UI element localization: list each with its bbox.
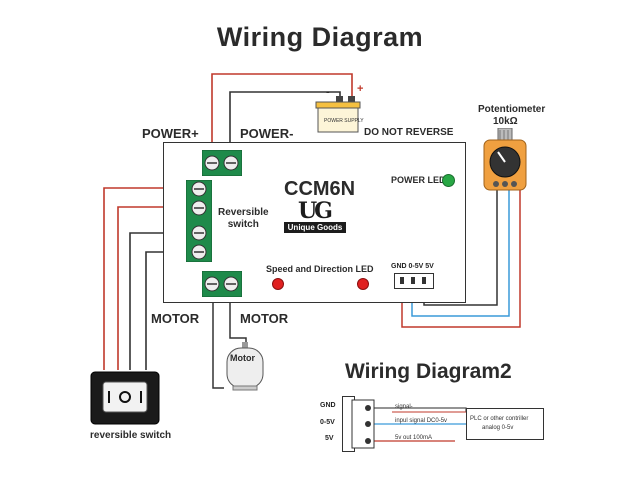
supply-minus-sign: -: [326, 86, 330, 98]
direction-led-icon: [357, 278, 369, 290]
speed-led-icon: [272, 278, 284, 290]
motor-terminal: [202, 271, 242, 297]
power-plus-label: POWER+: [142, 126, 199, 141]
power-led-label: POWER LED: [391, 175, 446, 185]
brand-name: Unique Goods: [284, 222, 346, 233]
supply-plus-sign: +: [357, 83, 364, 95]
reversible-switch-label: reversible switch: [90, 430, 172, 441]
signal-connector: [394, 273, 434, 289]
d2-5v-label: 5V: [325, 435, 334, 442]
power-supply: [315, 96, 361, 133]
power-minus-wire: [229, 91, 341, 152]
gnd-connector-label: GND 0-5V 5V: [391, 263, 434, 270]
board-model: CCM6N: [284, 178, 356, 200]
motor-body-label: Motor: [230, 353, 255, 363]
d2-signal-minus: signal-: [395, 404, 413, 410]
potentiometer-label: Potentiometer: [478, 104, 546, 115]
switch-wire-1: [103, 187, 188, 370]
pot-wire-red: [401, 190, 521, 328]
do-not-reverse-label: DO NOT REVERSE: [364, 127, 454, 138]
power-minus-label: POWER-: [240, 126, 294, 141]
potentiometer-icon: [483, 128, 527, 191]
motor-label-left: MOTOR: [151, 311, 200, 326]
d2-input-signal: inpul signal DC0-5v: [395, 418, 448, 424]
plc-box: [466, 408, 544, 440]
d2-5v-out: 5v out 100mA: [395, 435, 433, 441]
plc-label-line2: analog 0-5v: [482, 425, 514, 431]
d2-wire-dark: [372, 407, 467, 412]
power-led-icon: [442, 174, 455, 187]
brand-logo: UG: [298, 198, 333, 224]
reversible-switch-icon: [90, 371, 160, 425]
switch-terminal: [186, 180, 212, 262]
motor-icon: [226, 342, 264, 391]
diagram2-title: Wiring Diagram2: [345, 360, 512, 383]
power-terminal: [202, 150, 242, 176]
reversible-switch-board-label: Reversible switch: [218, 207, 269, 230]
motor-wire-1: [212, 294, 224, 389]
d2-0-5v-label: 0-5V: [320, 419, 335, 426]
d2-connector: [342, 396, 375, 452]
power-plus-wire: [211, 73, 353, 152]
power-supply-label: POWER SUPPLY: [324, 118, 364, 124]
motor-label-right: MOTOR: [240, 311, 289, 326]
potentiometer-value: 10kΩ: [493, 116, 518, 127]
diagram-title: Wiring Diagram: [216, 22, 424, 52]
plc-label-line1: PLC or other contriller: [470, 416, 529, 422]
speed-direction-led-label: Speed and Direction LED: [266, 264, 374, 274]
d2-gnd-label: GND: [320, 402, 336, 409]
